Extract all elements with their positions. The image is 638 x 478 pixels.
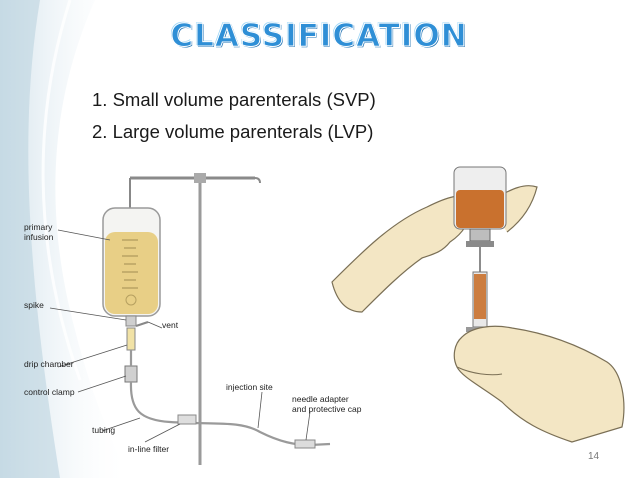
label-vent: vent <box>162 320 179 330</box>
page-number: 14 <box>588 451 600 462</box>
label-drip-chamber: drip chamber <box>24 359 74 369</box>
label-in-line-filter: in-line filter <box>128 444 169 454</box>
iv-infusion-diagram: primary infusion spike vent drip chamber… <box>24 173 362 465</box>
label-injection-site: injection site <box>226 382 273 392</box>
list-item-lvp: 2. Large volume parenterals (LVP) <box>92 121 374 142</box>
label-needle-adapter-2: and protective cap <box>292 404 362 414</box>
label-primary-infusion-1: primary <box>24 222 53 232</box>
list-item-svp: 1. Small volume parenterals (SVP) <box>92 89 376 110</box>
label-primary-infusion-2: infusion <box>24 232 54 242</box>
label-control-clamp: control clamp <box>24 387 75 397</box>
label-tubing: tubing <box>92 425 115 435</box>
vial-syringe-illustration <box>331 166 625 443</box>
label-spike: spike <box>24 300 44 310</box>
classification-list: 1. Small volume parenterals (SVP) 2. Lar… <box>92 84 376 148</box>
slide-title: CLASSIFICATION <box>170 18 468 55</box>
label-needle-adapter-1: needle adapter <box>292 394 349 404</box>
